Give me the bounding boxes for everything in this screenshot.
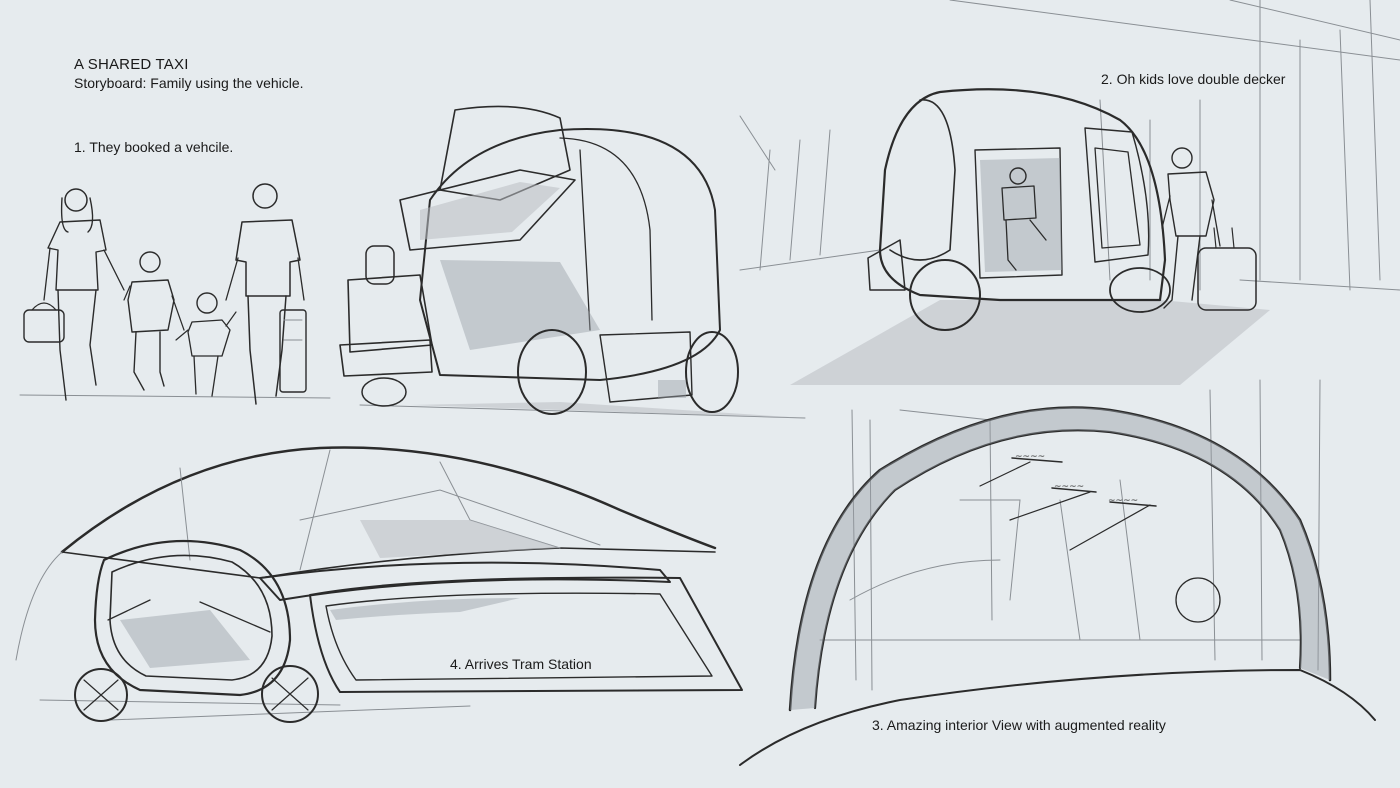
augmented-reality-interior — [739, 379, 1376, 766]
caption-panel-2: 2. Oh kids love double decker — [1101, 71, 1286, 87]
caption-panel-3: 3. Amazing interior View with augmented … — [872, 717, 1166, 733]
tram-station-interior — [15, 446, 743, 723]
ar-label-3: ~~~~ — [1108, 496, 1139, 506]
storyboard-subtitle: Storyboard: Family using the vehicle. — [74, 75, 304, 91]
storyboard-title: A SHARED TAXI — [74, 56, 189, 73]
ar-label-1: ~~~~ — [1015, 452, 1046, 462]
caption-panel-4: 4. Arrives Tram Station — [450, 656, 592, 672]
caption-panel-1: 1. They booked a vehcile. — [74, 139, 234, 155]
shared-taxi-vehicle-front — [339, 105, 806, 419]
double-decker-vehicle-rear — [739, 0, 1400, 385]
ar-label-2: ~~~~ — [1054, 482, 1085, 492]
family-illustration — [19, 183, 331, 405]
